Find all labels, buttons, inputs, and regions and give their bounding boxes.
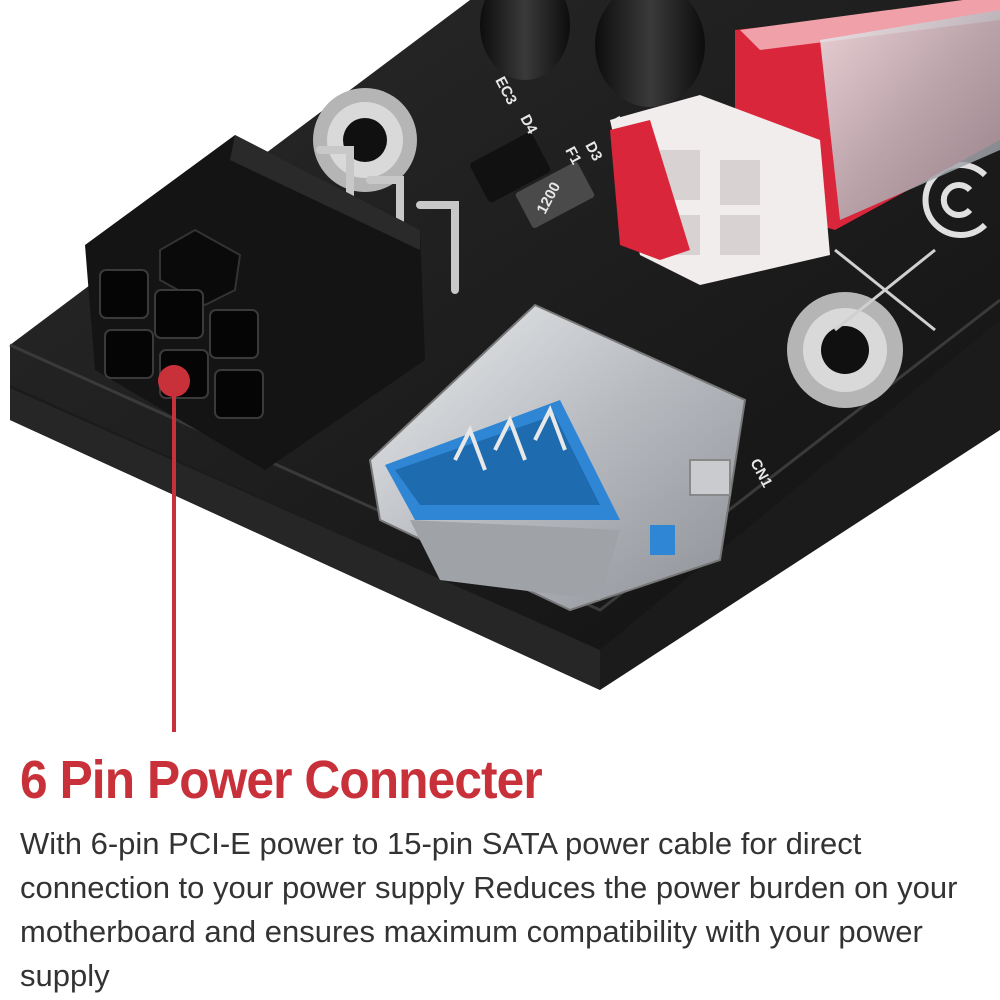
- label-f1: F1: [561, 144, 584, 167]
- usb-3-port-icon: [368, 303, 747, 612]
- product-photo: EC3 EC4 D3 D4 F1 1200 CN1: [9, 0, 1000, 690]
- mounting-hole-right: [787, 292, 903, 408]
- sata-power-connector-icon: [610, 0, 1000, 285]
- pin-header: [316, 146, 459, 294]
- riser-board-photo: EC3 EC4 D3 D4 F1 1200 CN1: [9, 0, 1000, 690]
- callout-dot: [158, 365, 190, 397]
- callout-line: [172, 380, 176, 732]
- description: With 6-pin PCI-E power to 15-pin SATA po…: [20, 826, 958, 993]
- headline: 6 Pin Power Connecter: [20, 750, 543, 810]
